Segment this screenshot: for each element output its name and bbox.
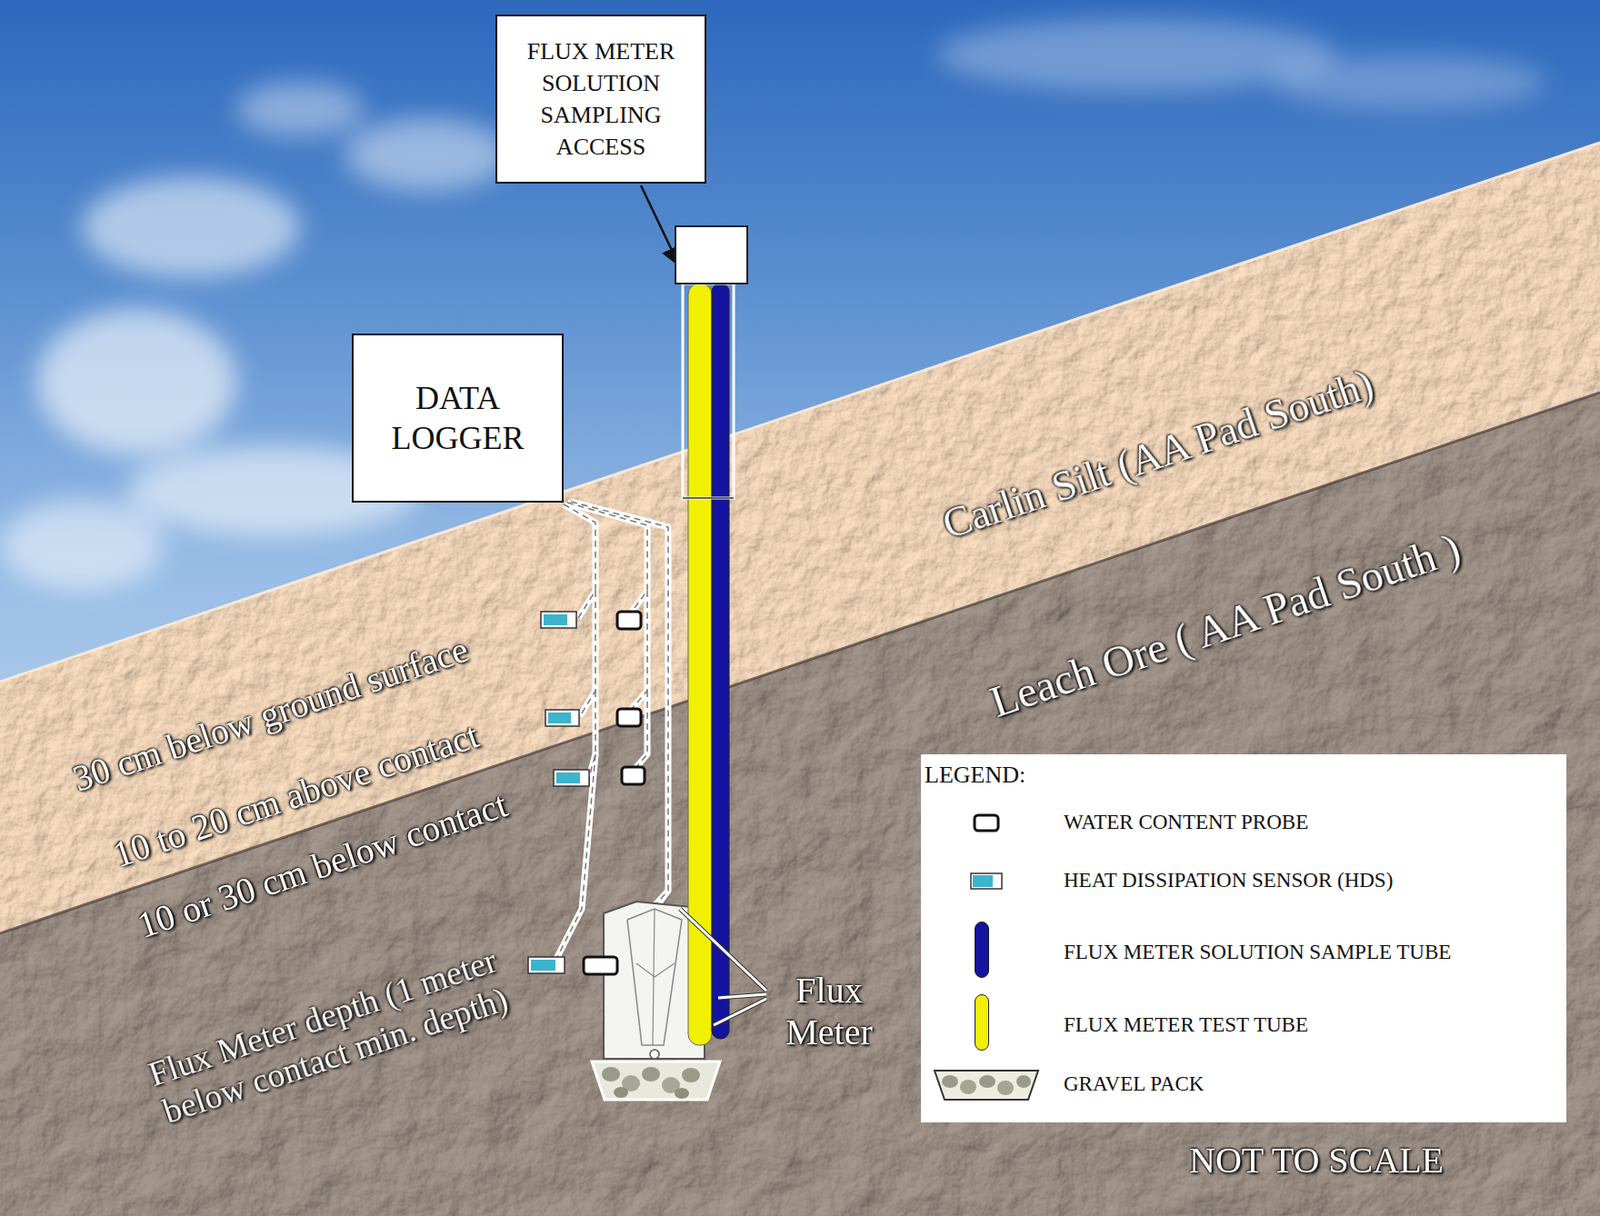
layer-label: Carlin Silt (AA Pad South): [937, 360, 1380, 550]
sensor-wires: [589, 690, 596, 778]
box-text: DATA LOGGER: [360, 378, 555, 459]
sensor-wires: [556, 501, 669, 960]
tubes: [682, 283, 734, 499]
sensor-wires: [580, 590, 596, 717]
gravel-pack: [601, 1067, 620, 1082]
legend-symbols: [970, 873, 1002, 890]
legend-symbols: [934, 1070, 1039, 1100]
sensor-wires: [570, 501, 669, 958]
depth-label: Flux Meter depth (1 meter below contact …: [135, 938, 523, 1136]
flux-meter: [627, 909, 682, 1046]
flux-meter-leaders: [713, 999, 767, 1026]
clouds: [345, 118, 510, 191]
sensors: [540, 611, 577, 629]
layer-label: Leach Ore ( AA Pad South ): [983, 522, 1467, 728]
clouds: [236, 81, 364, 137]
tubes: [682, 497, 734, 500]
logger-box: DATA LOGGER: [351, 333, 564, 503]
color-swatch: [974, 994, 990, 1051]
legend-text: WATER CONTENT PROBE: [1063, 809, 1309, 837]
scale-note: NOT TO SCALE: [1189, 1140, 1444, 1182]
sensors: [545, 710, 580, 727]
sensor-wires: [631, 590, 648, 710]
access-leader: [640, 185, 680, 266]
gravel-pack: [591, 1061, 720, 1100]
sensor-wires: [570, 501, 669, 958]
sensors: [543, 614, 568, 626]
sensors: [617, 611, 641, 630]
sensor-wires: [556, 501, 669, 960]
flux-meter: [650, 1050, 660, 1060]
sensors: [583, 957, 618, 975]
tube-cap: [675, 226, 748, 284]
flux-meter: [636, 963, 675, 978]
legend-box: [920, 754, 1567, 1123]
flux-meter-label: Flux Meter: [774, 970, 884, 1054]
legend-text: FLUX METER TEST TUBE: [1063, 1011, 1309, 1040]
sensors: [548, 712, 571, 724]
legend-symbols: [974, 815, 999, 831]
legend-text: GRAVEL PACK: [1063, 1070, 1204, 1099]
access-leader: [640, 185, 680, 266]
legend-symbols: [979, 1075, 996, 1089]
access-box: FLUX METER SOLUTION SAMPLING ACCESS: [495, 14, 707, 184]
legend-text: HEAT DISSIPATION SENSOR (HDS): [1063, 867, 1393, 895]
sensors: [528, 611, 645, 975]
sensor-wires: [556, 501, 669, 960]
flux-meter-leaders: [680, 909, 767, 991]
sensor-wires: [563, 504, 596, 619]
flux-meter-leaders: [718, 994, 767, 999]
legend-text: FLUX METER SOLUTION SAMPLE TUBE: [1063, 939, 1469, 967]
gravel-pack: [591, 1061, 720, 1100]
legend-symbols: [1016, 1075, 1031, 1089]
sensors: [621, 767, 645, 785]
clouds: [1272, 54, 1546, 110]
legend-symbols: [960, 1080, 977, 1095]
clouds: [81, 177, 300, 278]
tubes: [688, 283, 712, 1046]
gravel-pack: [674, 1088, 690, 1100]
flux-meter-leaders: [680, 909, 767, 991]
sensor-wires: [636, 690, 648, 768]
legend-symbols: [972, 875, 993, 888]
clouds: [0, 500, 164, 591]
sensors: [530, 960, 556, 971]
flux-meter-leaders: [680, 909, 767, 1026]
tubes: [682, 283, 734, 1046]
sensors: [528, 957, 565, 974]
sensors: [617, 709, 641, 727]
flux-meter-leaders: [680, 909, 767, 1026]
sensor-wires: [563, 504, 596, 619]
gravel-pack: [641, 1067, 660, 1082]
clouds: [36, 309, 237, 455]
ore-layer: [0, 392, 1600, 1216]
box-text: FLUX METER SOLUTION SAMPLING ACCESS: [504, 35, 698, 163]
legend-symbols: [997, 1080, 1014, 1096]
tubes: [711, 283, 730, 1040]
legend-symbols: [934, 815, 1039, 1100]
legend-symbols: [941, 1075, 959, 1089]
color-swatch: [974, 921, 990, 979]
flux-meter-leaders: [718, 994, 767, 999]
legend-title: LEGEND:: [924, 760, 1026, 791]
flux-meter-leaders: [680, 909, 767, 1026]
legend-box: [920, 754, 1567, 1123]
gravel-pack: [681, 1068, 700, 1083]
tube-cap: [675, 226, 748, 284]
sensors: [556, 772, 580, 784]
gravel-pack: [613, 1087, 629, 1099]
flux-meter-leaders: [713, 999, 767, 1026]
sensors: [553, 770, 590, 787]
